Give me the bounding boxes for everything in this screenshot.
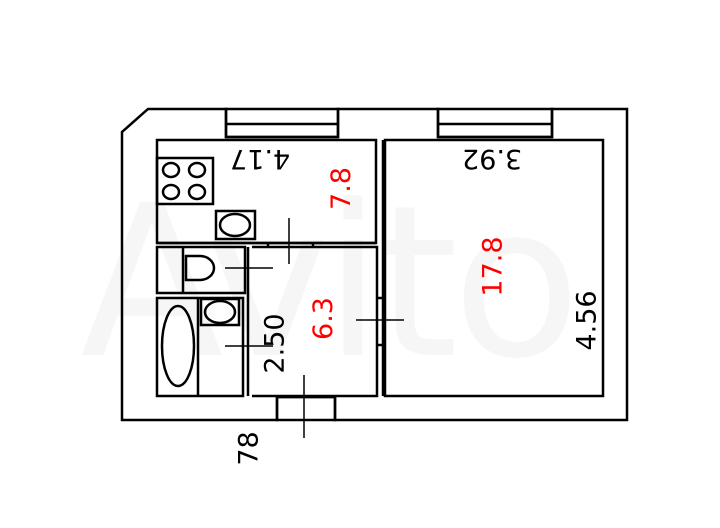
hallway-length-label: 2.50 xyxy=(259,313,291,374)
bathroom-sink-icon xyxy=(199,297,241,327)
toilet-icon xyxy=(184,254,216,282)
entry-width-label: 78 xyxy=(233,431,265,466)
window-living xyxy=(436,107,554,139)
window-kitchen xyxy=(224,107,340,139)
living-width-label: 3.92 xyxy=(462,143,523,174)
kitchen-area-label: 7.8 xyxy=(325,167,357,210)
stove-icon xyxy=(155,156,215,206)
bathtub-icon xyxy=(160,304,196,388)
kitchen-width-label: 4.17 xyxy=(230,143,291,174)
inner-wall-living xyxy=(383,138,605,398)
door-markers xyxy=(225,218,404,438)
hallway-area-label: 6.3 xyxy=(307,297,339,340)
entry-door xyxy=(275,395,337,422)
living-length-label: 4.56 xyxy=(571,290,603,351)
kitchen-sink-icon xyxy=(214,209,257,241)
living-area-label: 17.8 xyxy=(477,236,509,297)
